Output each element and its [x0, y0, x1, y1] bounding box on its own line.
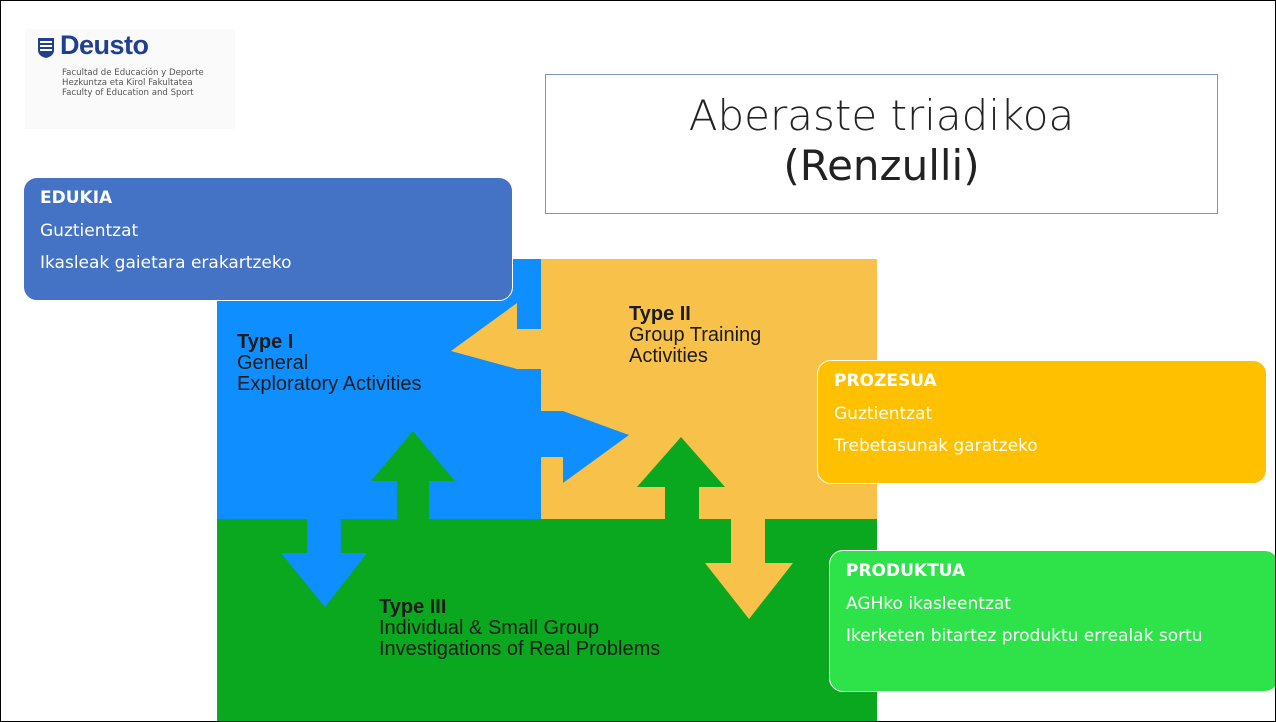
type2-line-1: Group Training	[629, 324, 762, 346]
type1-label: Type I General Exploratory Activities	[237, 332, 422, 395]
arrow-type3-type2-up	[637, 437, 725, 521]
prozesua-heading: PROZESUA	[834, 371, 937, 391]
type3-title: Type III	[379, 596, 447, 618]
edukia-line-2: Ikasleak gaietara erakartzeko	[40, 253, 292, 273]
renzulli-diagram: Type I General Exploratory Activities Ty…	[217, 259, 877, 721]
produktua-box: PRODUKTUA AGHko ikasleentzat Ikerketen b…	[829, 550, 1275, 692]
arrow-type3-type1-up	[371, 431, 455, 521]
prozesua-line-1: Guztientzat	[834, 404, 933, 424]
prozesua-box: PROZESUA Guztientzat Trebetasunak garatz…	[817, 360, 1267, 484]
prozesua-line-2: Trebetasunak garatzeko	[834, 436, 1038, 456]
arrow-type1-type3-down	[281, 519, 367, 607]
type3-label: Type III Individual & Small Group Invest…	[379, 597, 660, 660]
title-line-1: Aberaste triadikoa	[688, 91, 1075, 140]
type3-line-2: Investigations of Real Problems	[379, 638, 661, 660]
produktua-heading: PRODUKTUA	[846, 561, 966, 581]
produktua-line-2: Ikerketen bitartez produktu errealak sor…	[846, 626, 1203, 646]
title-line-2: (Renzulli)	[783, 141, 980, 190]
logo-line-2: Hezkuntza eta Kirol Fakultatea	[62, 78, 193, 88]
type2-title: Type II	[629, 303, 691, 325]
logo-brand: Deusto	[60, 30, 149, 60]
type1-line-2: Exploratory Activities	[237, 373, 422, 395]
shield-icon	[38, 38, 54, 58]
type1-title: Type I	[237, 331, 294, 353]
edukia-line-1: Guztientzat	[40, 221, 139, 241]
type2-line-2: Activities	[629, 345, 708, 367]
produktua-line-1: AGHko ikasleentzat	[846, 594, 1011, 614]
logo-line-1: Facultad de Educación y Deporte	[62, 68, 204, 78]
arrow-type2-type3-down	[705, 519, 793, 619]
type2-label: Type II Group Training Activities	[629, 304, 761, 367]
arrow-shaft-upper	[517, 329, 541, 369]
arrow-shaft-lower	[541, 411, 563, 457]
logo-line-3: Faculty of Education and Sport	[62, 88, 194, 98]
type1-line-1: General	[237, 352, 309, 374]
edukia-box: EDUKIA Guztientzat Ikasleak gaietara era…	[23, 177, 513, 301]
edukia-heading: EDUKIA	[40, 188, 113, 208]
title-box: Aberaste triadikoa (Renzulli)	[545, 74, 1218, 214]
type3-line-1: Individual & Small Group	[379, 617, 600, 639]
deusto-logo: Deusto Facultad de Educación y Deporte H…	[25, 29, 235, 129]
